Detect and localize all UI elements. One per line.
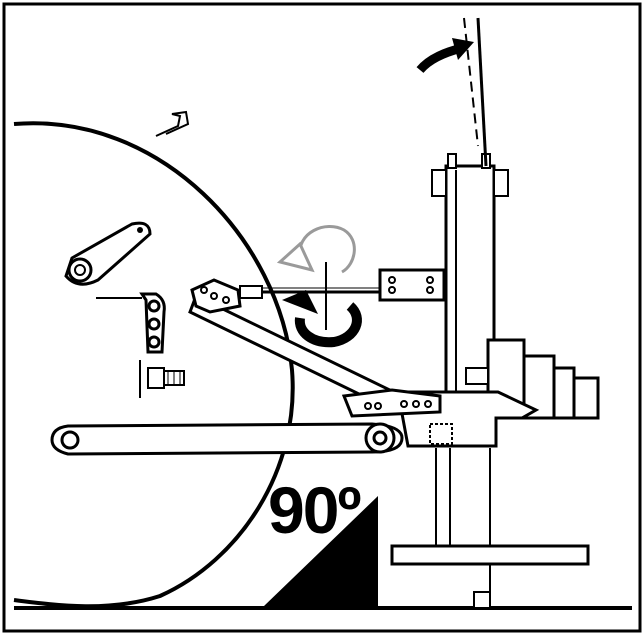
hole-bracket — [96, 292, 166, 354]
gearbox — [465, 338, 600, 420]
top-link — [188, 278, 400, 413]
hitch-plate — [341, 388, 442, 418]
rotation-arrows — [276, 225, 362, 348]
lower-link — [50, 422, 404, 456]
angle-label: 90º — [268, 473, 362, 547]
base-frame — [390, 390, 590, 609]
tilt-arrow — [416, 38, 474, 74]
fender-tab — [155, 110, 190, 137]
mast-bracket — [378, 268, 446, 302]
tractor-wheel — [13, 121, 295, 609]
angle-triangle — [264, 496, 378, 606]
vertical-reference — [463, 17, 488, 167]
lift-arm — [64, 221, 152, 286]
diagram-border — [2, 2, 642, 633]
adjustment-rod — [239, 262, 380, 330]
bolt — [139, 360, 185, 398]
